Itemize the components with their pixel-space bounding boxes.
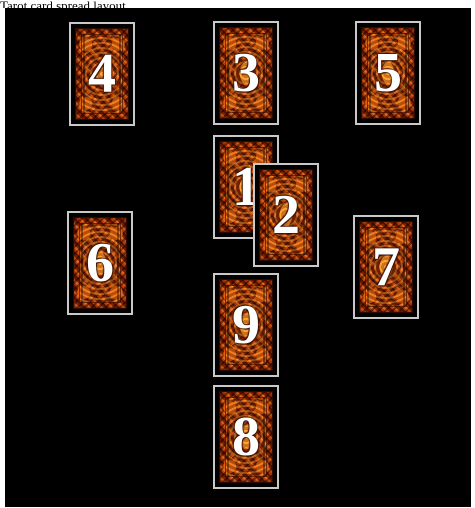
- card-number-4: 4: [71, 46, 133, 102]
- card-number-6: 6: [69, 235, 131, 291]
- card-number-8: 8: [215, 409, 277, 465]
- top-link[interactable]: Tarot card spread layout: [0, 0, 245, 8]
- card-number-5: 5: [357, 45, 419, 101]
- card-number-7: 7: [355, 239, 417, 295]
- card-number-2: 2: [255, 187, 317, 243]
- tarot-card-position-6[interactable]: 6: [67, 211, 133, 315]
- card-number-3: 3: [215, 45, 277, 101]
- tarot-card-position-3[interactable]: 3: [213, 21, 279, 125]
- tarot-card-position-9[interactable]: 9: [213, 273, 279, 377]
- tarot-card-position-2[interactable]: 2: [253, 163, 319, 267]
- tarot-spread-board: 4 3 5 1 2 6 7 9 8: [5, 8, 471, 507]
- tarot-card-position-5[interactable]: 5: [355, 21, 421, 125]
- tarot-card-position-8[interactable]: 8: [213, 385, 279, 489]
- card-number-9: 9: [215, 297, 277, 353]
- tarot-card-position-7[interactable]: 7: [353, 215, 419, 319]
- tarot-card-position-4[interactable]: 4: [69, 22, 135, 126]
